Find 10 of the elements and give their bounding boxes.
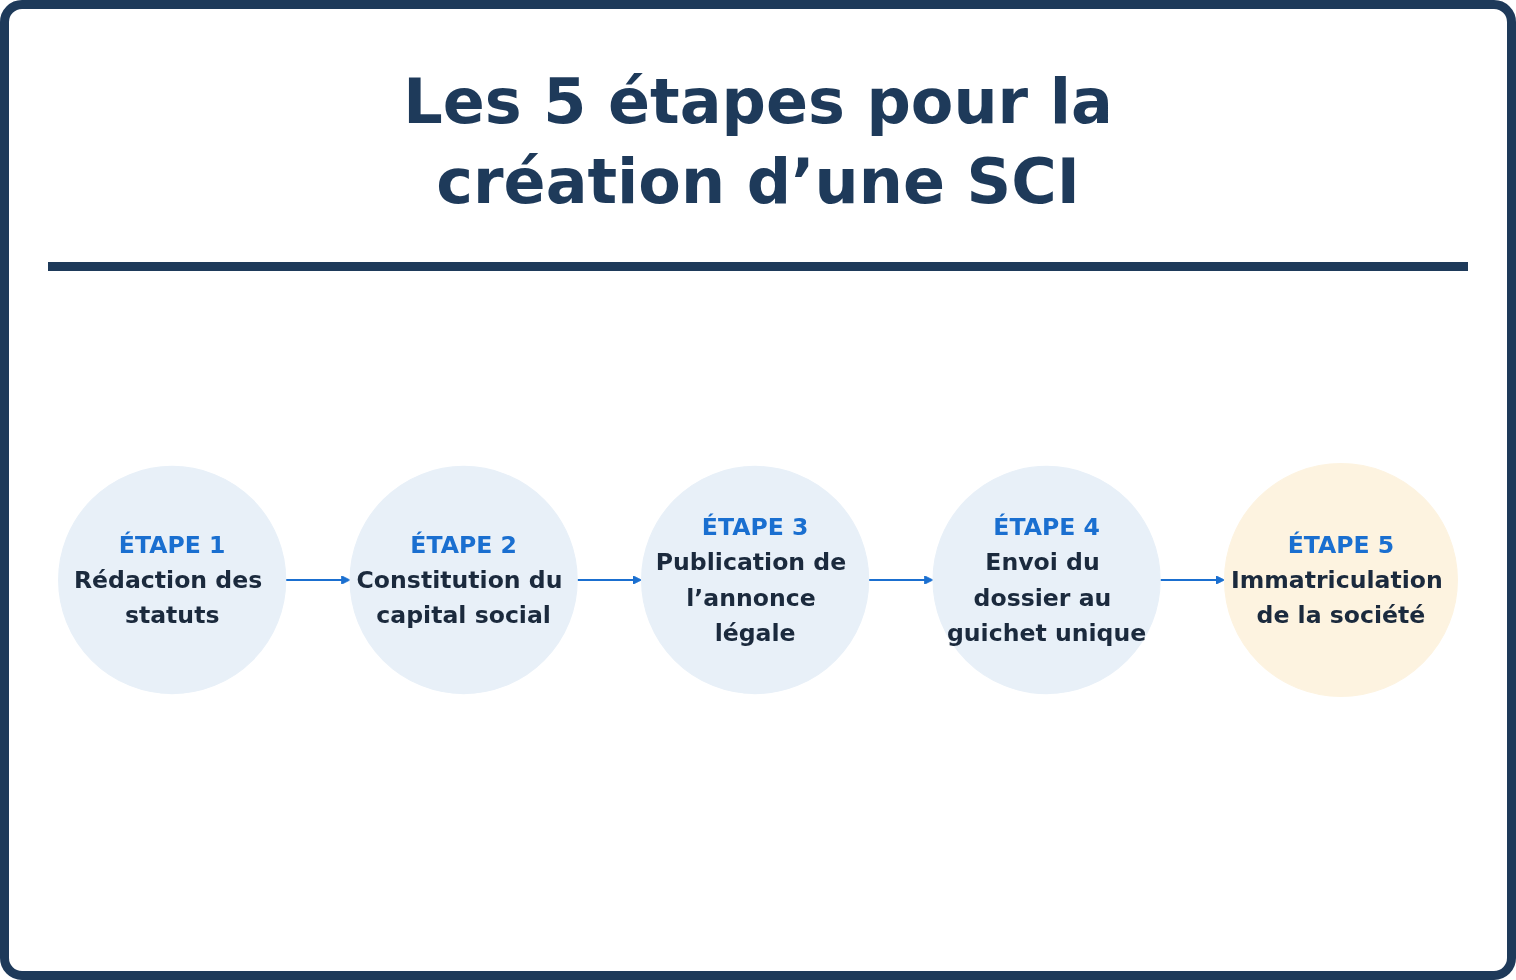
arrow (285, 575, 351, 585)
node-circle: ÉTAPE 5 Immatriculation de la société (1223, 463, 1458, 697)
node-circle: ÉTAPE 3 Publication de l’annonce légale (641, 465, 870, 695)
node-circle: ÉTAPE 1 Rédaction des statuts (58, 465, 287, 695)
arrow (868, 575, 934, 585)
arrow (577, 575, 642, 585)
arrow (1160, 575, 1225, 585)
node-circle: ÉTAPE 4 Envoi du dossier au guichet unique (932, 465, 1161, 695)
title: Les 5 étapes pour la création d’une SCI (402, 64, 1114, 220)
node-circle: ÉTAPE 2 Constitution du capital social (349, 465, 578, 695)
